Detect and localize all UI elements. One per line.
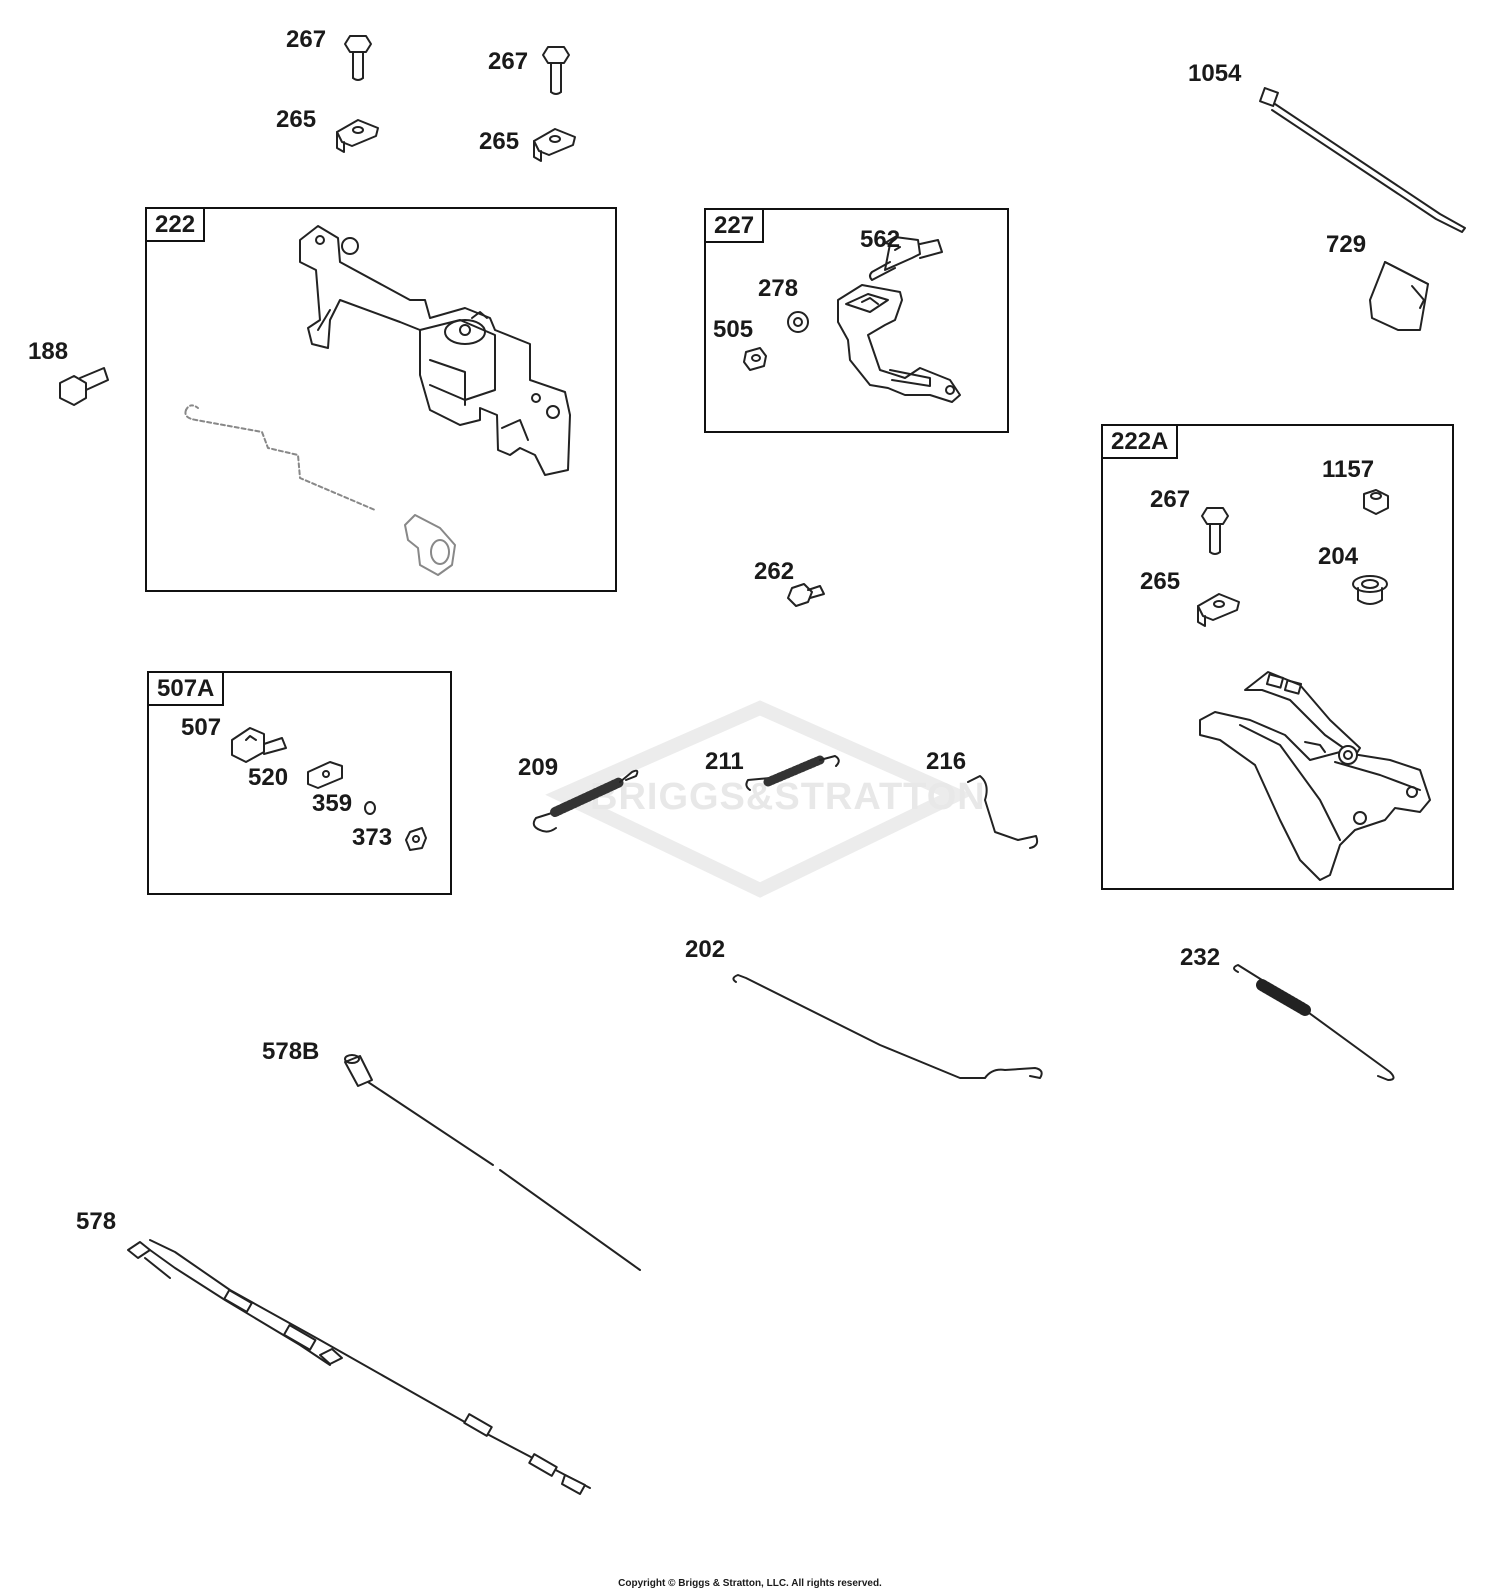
callout-507[interactable]: 507 [181, 714, 222, 741]
bolt-267-b-icon [542, 46, 570, 95]
spring-209-icon [532, 769, 639, 833]
callout-232[interactable]: 232 [1180, 944, 1221, 971]
callout-267[interactable]: 267 [488, 48, 529, 75]
callout-265[interactable]: 265 [1140, 568, 1181, 595]
bracket-227-icon [837, 284, 961, 403]
assembly-tag-227[interactable]: 227 [706, 210, 765, 243]
callout-520[interactable]: 520 [248, 764, 289, 791]
callout-202[interactable]: 202 [685, 936, 726, 963]
callout-1157[interactable]: 1157 [1322, 456, 1375, 483]
throttle-control-222A-icon [1199, 671, 1431, 881]
callout-578B[interactable]: 578B [262, 1038, 320, 1065]
callout-267[interactable]: 267 [1150, 486, 1191, 513]
callout-211[interactable]: 211 [705, 748, 744, 775]
cable-578B-icon [344, 1054, 641, 1271]
callout-1054[interactable]: 1054 [1188, 60, 1242, 87]
bolt-267-a-icon [344, 35, 372, 81]
callout-729[interactable]: 729 [1326, 231, 1367, 258]
cable-tie-1054-icon [1259, 87, 1466, 233]
assembly-box-507A: 507A [147, 671, 452, 895]
bolt-267-c-icon [1201, 507, 1229, 555]
clip-265-b-icon [533, 128, 576, 162]
assembly-box-227: 227 [704, 208, 1009, 433]
assembly-box-222A: 222A [1101, 424, 1454, 890]
spring-211-icon [745, 755, 840, 791]
callout-562[interactable]: 562 [860, 226, 901, 253]
callout-188[interactable]: 188 [28, 338, 69, 365]
nut-373-icon [405, 827, 427, 851]
washer-278-icon [787, 311, 809, 333]
bracket-520-icon [307, 761, 343, 789]
clip-265-a-icon [336, 119, 379, 153]
callout-265[interactable]: 265 [276, 106, 317, 133]
bushing-204-icon [1352, 575, 1388, 605]
cable-harness-578-icon [127, 1239, 591, 1495]
nut-505-icon [743, 347, 767, 371]
rod-202-icon [732, 974, 1043, 1079]
washer-359-icon [364, 801, 376, 815]
callout-578[interactable]: 578 [76, 1208, 117, 1235]
assembly-tag-222A[interactable]: 222A [1103, 426, 1179, 459]
callout-505[interactable]: 505 [713, 316, 754, 343]
screw-262-icon [787, 583, 825, 607]
callout-216[interactable]: 216 [926, 748, 967, 775]
callout-265[interactable]: 265 [479, 128, 520, 155]
cover-729-icon [1369, 261, 1429, 331]
callout-267[interactable]: 267 [286, 26, 327, 53]
callout-359[interactable]: 359 [312, 790, 353, 817]
bolt-562-icon [869, 236, 943, 281]
callout-278[interactable]: 278 [758, 275, 799, 302]
callout-262[interactable]: 262 [754, 558, 795, 585]
spring-232-icon [1233, 964, 1395, 1081]
link-216-icon [967, 775, 1039, 849]
callout-204[interactable]: 204 [1318, 543, 1359, 570]
governor-knob-222-icon [404, 514, 456, 576]
assembly-tag-222[interactable]: 222 [147, 209, 206, 242]
switch-507-icon [231, 727, 287, 763]
clip-265-c-icon [1197, 593, 1240, 627]
bolt-188-icon [59, 367, 109, 406]
copyright-footer: Copyright © Briggs & Stratton, LLC. All … [618, 1578, 882, 1589]
callout-209[interactable]: 209 [518, 754, 559, 781]
governor-rod-222-icon [184, 409, 376, 511]
nut-1157-icon [1363, 489, 1389, 515]
assembly-tag-507A[interactable]: 507A [149, 673, 225, 706]
assembly-box-222: 222 [145, 207, 617, 592]
callout-373[interactable]: 373 [352, 824, 393, 851]
watermark-text: BRIGGS&STRATTON [590, 776, 986, 818]
governor-bracket-222-icon [299, 225, 571, 476]
